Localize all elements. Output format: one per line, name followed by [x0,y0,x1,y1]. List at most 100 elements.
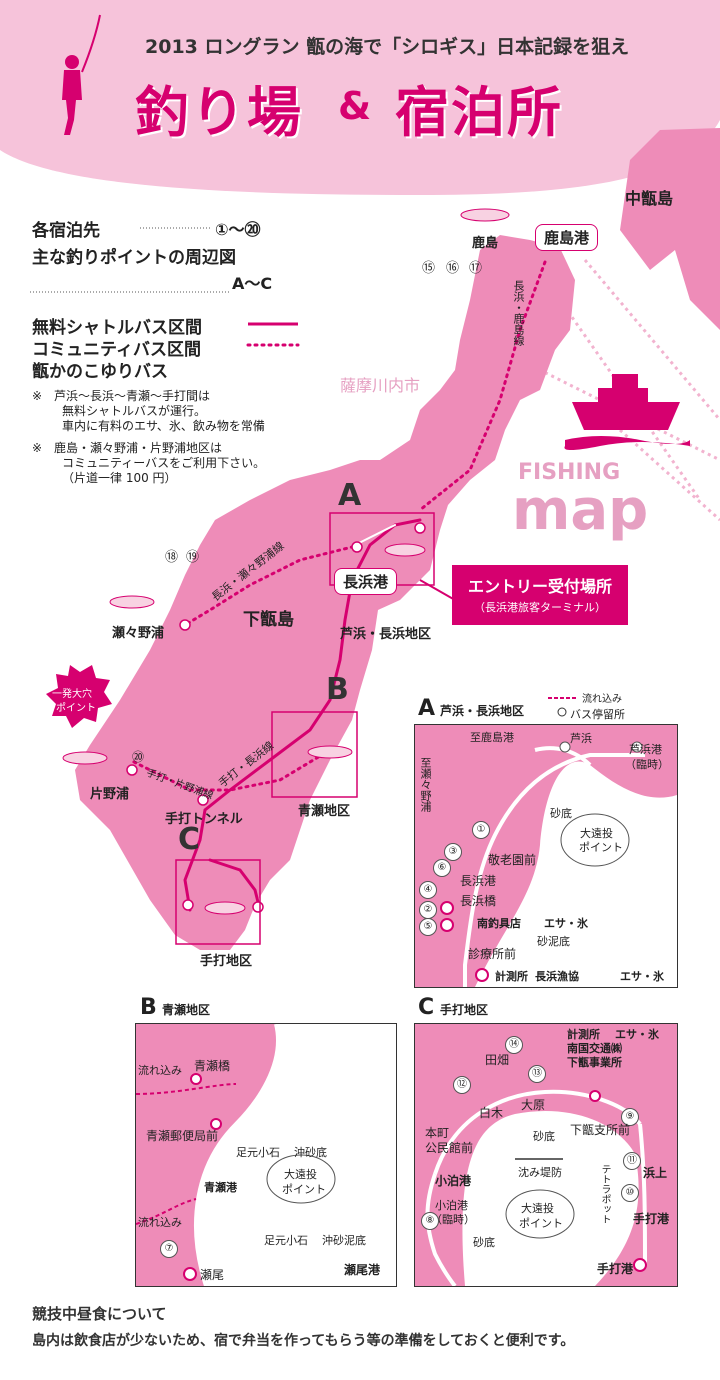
lunch-heading: 競技中昼食について [32,1305,167,1323]
area-b-marker: B [326,672,349,707]
section-c-letter: C [418,995,435,1020]
label-ashihama-rinji: （臨時） [625,758,669,771]
header-title-2: 宿泊所 [395,81,563,144]
label-aose-area: 青瀬地区 [298,804,351,819]
entry-callout: エントリー受付場所 （長浜港旅客ターミナル） [452,565,628,625]
label-clinic: 診療所前 [468,947,517,961]
label-seo-port: 瀬尾港 [344,1263,381,1277]
label-branch-office: 下甑支所前 [570,1123,631,1137]
lodging-10: ⑩ [621,1184,639,1202]
fisherman-icon [62,55,82,135]
label-shiraki: 白木 [479,1106,504,1120]
lodging-11: ⑪ [623,1152,641,1170]
lodging-5: ⑤ [419,918,437,936]
note-1c: 車内に有料のエサ、氷、飲み物を常備 [62,419,265,433]
note-2a: ※ 鹿島・瀬々野浦・片野浦地区は [32,441,223,455]
to-sesenoura: 至瀬々野浦 [419,757,432,812]
long-cast-a-1: 大遠投 [580,827,613,840]
lodging-19: ⑲ [186,550,200,565]
label-ashihama-area: 芦浜・長浜地区 [340,627,432,642]
long-cast-c-1: 大遠投 [521,1202,554,1215]
note-2b: コミュニティーバスをご利用下さい。 [62,456,266,470]
header-ampersand: & [338,84,372,128]
section-b-title: 青瀬地区 [162,1003,211,1017]
header-subtitle: 2013 ロングラン 甑の海で「シロギス」日本記録を狙え [145,36,630,58]
legend-lodging-range: ①〜⑳ [215,220,261,239]
lunch-text: 島内は飲食店が少ないため、宿で弁当を作ってもらう等の準備をしておくと便利です。 [32,1333,575,1349]
lodging-4: ④ [419,881,437,899]
legend-lodging: 各宿泊先 [32,221,100,241]
legend-points-range: A〜C [232,274,273,293]
lodging-6: ⑥ [433,859,451,877]
label-esa-c: エサ・氷 [615,1028,659,1041]
area-c-marker: C [178,822,201,857]
label-gyokyo: 長浜漁協 [535,970,579,983]
label-tabata: 田畑 [485,1053,510,1067]
section-a-legend-symbols [548,697,576,717]
label-minami-tackle: 南釣具店 [477,917,521,930]
label-stones-2: 足元小石 [264,1234,308,1247]
label-kashima-port: 鹿島港 [535,224,599,251]
section-a-legend-flow: 流れ込み [582,694,622,705]
header-title: 釣り場 [135,81,303,144]
label-motomachi-2: 公民館前 [425,1141,474,1155]
label-aose-post: 青瀬郵便局前 [146,1129,219,1143]
label-hamaue: 浜上 [643,1166,668,1180]
legend-community-bus: コミュニティバス区間 [32,340,201,360]
label-shimokoshiki: 下甑島 [243,610,294,630]
label-esa-a-2: エサ・氷 [620,970,664,983]
label-tetrapod: テトラポット [599,1164,610,1224]
label-motomachi-1: 本町 [425,1126,450,1140]
label-kodomari-rinji: （臨時） [431,1213,475,1226]
long-cast-b-2: ポイント [282,1183,326,1196]
note-1b: 無料シャトルバスが運行。 [62,404,207,418]
label-keirou: 敬老園前 [488,853,537,867]
label-teuchi-port-2: 手打港 [597,1262,634,1276]
note-2c: （片道一律 100 円） [62,471,177,485]
label-seo: 瀬尾 [200,1268,225,1282]
label-teuchi-area: 手打地区 [200,954,253,969]
label-satsumasendai: 薩摩川内市 [340,376,421,395]
label-nagahama-port-a: 長浜港 [460,874,497,888]
label-aose-port: 青瀬港 [204,1181,237,1194]
section-a-letter: A [418,696,436,721]
label-sand-c: 砂底 [533,1130,555,1143]
label-teuchi-tunnel: 手打トンネル [165,812,243,827]
label-keisoku-a: 計測所 [495,970,528,983]
section-c-title: 手打地区 [440,1003,489,1017]
label-kodomari: 小泊港 [435,1174,472,1188]
label-sand-mud-a: 砂泥底 [537,935,570,948]
section-b-letter: B [140,995,157,1020]
label-nagahama-bridge: 長浜橋 [460,894,497,908]
area-a-marker: A [338,478,362,513]
lodging-7: ⑦ [160,1240,178,1258]
section-a-title: 芦浜・長浜地区 [440,704,525,718]
label-sand-a: 砂底 [550,807,572,820]
label-nakakoshiki: 中甑島 [625,189,674,208]
label-ashihama: 芦浜 [570,732,592,745]
label-esa-a: エサ・氷 [544,917,588,930]
legend-shuttle-bus: 無料シャトルバス区間 [32,318,202,338]
lodging-14: ⑭ [505,1036,523,1054]
lodging-8: ⑧ [421,1212,439,1230]
long-cast-b-1: 大遠投 [284,1168,317,1181]
flow-in-1: 流れ込み [138,1064,182,1077]
section-a-map: 至鹿島港 至瀬々野浦 芦浜 芦浜港 （臨時） 砂底 大遠投 ポイント 敬老園前 … [414,724,678,988]
lodging-12: ⑫ [453,1076,471,1094]
label-stones-1: 足元小石 [236,1146,280,1159]
label-katanoura: 片野浦 [90,787,130,802]
lodging-3: ③ [444,843,462,861]
section-a-legend-bus: バス停留所 [570,708,625,721]
note-1a: ※ 芦浜〜長浜〜青瀬〜手打間は [32,389,211,403]
legend-kanoko-bus: 甑かのこゆりバス [32,362,168,382]
label-breakwater: 沈み堤防 [518,1166,562,1179]
lodging-13: ⑬ [528,1065,546,1083]
label-sesenoura: 瀬々野浦 [112,626,165,641]
label-offshore-2: 沖砂泥底 [322,1234,366,1247]
label-offshore-1: 沖砂底 [294,1146,327,1159]
to-kashima: 至鹿島港 [470,731,514,744]
long-cast-a-2: ポイント [579,841,623,854]
ippatsu-line2: ポイント [56,703,96,714]
long-cast-c-2: ポイント [519,1217,563,1230]
